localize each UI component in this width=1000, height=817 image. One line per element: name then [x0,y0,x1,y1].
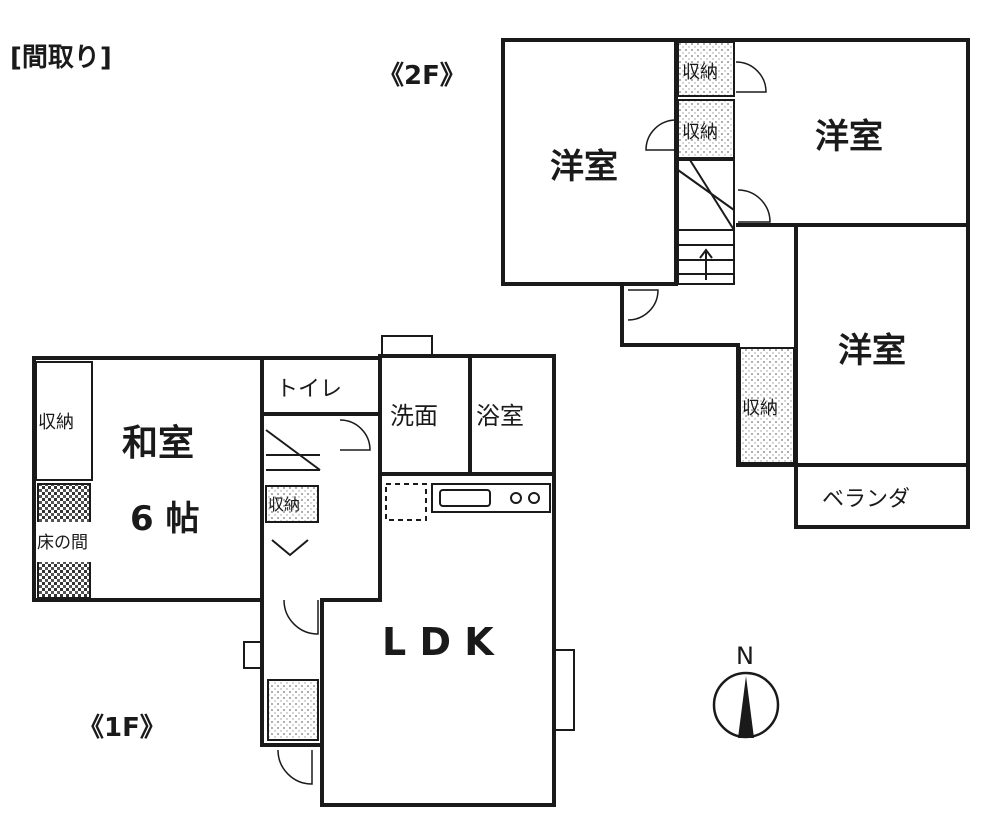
door-swing [339,419,371,451]
floor2-stairs [677,159,735,285]
floor1-storage-hall-box [265,485,319,523]
tokonoma-label-backing [36,522,92,562]
door-swing [645,119,677,151]
floor2-northeast-bedroom-label: 洋室 [815,117,883,157]
floor1-bathroom-label: 浴室 [476,402,524,430]
floor1-bay-window [553,649,575,731]
compass-north-label: N [736,642,754,670]
floor1-washroom-label: 洗面 [390,402,438,430]
stair-line [677,169,735,211]
floor1-washitsu-size: 6 帖 [130,499,200,539]
kitchen-counter [431,483,551,513]
stove-burner [528,492,540,504]
compass-icon: N [712,642,780,739]
floor2-storage-3-label: 収納 [742,398,778,419]
floor2-storage-2-label: 収納 [682,122,718,143]
stove-burner [510,492,522,504]
floor2-west-bedroom-label: 洋室 [550,147,618,187]
floor2-balcony-label: ベランダ [822,487,910,512]
floor2-label: 《2F》 [378,61,466,91]
door-swing [737,189,771,223]
floor2-storage-3-box [739,347,795,464]
door-swing [277,749,313,785]
floor1-ldk [320,472,556,807]
floor2-balcony-box [794,463,970,529]
floor1-storage-hall-label: 収納 [268,495,300,514]
fridge-space [385,483,427,521]
door-swing [283,599,319,635]
plan-title: [間取り] [10,43,112,73]
stair-line [689,159,735,231]
floor1-label: 《1F》 [78,713,166,743]
floor2-southeast-bedroom-label: 洋室 [838,331,906,371]
up-arrow-icon [699,248,713,280]
floor1-entrance-storage [267,679,319,741]
floor1-toilet-label: トイレ [276,377,342,402]
floor2-plan [501,38,970,529]
shoe-rack [271,539,309,557]
floor1-ldk-label: L D K [382,620,495,664]
sink [439,489,491,507]
floor2-hall [620,284,796,467]
floor1-tokonoma-label: 床の間 [37,533,88,553]
floor1-bath-window [381,335,433,357]
stair-line [265,429,321,471]
floor2-west-bedroom [501,38,678,286]
door-swing [627,289,659,321]
floor1-storage-washitsu-label: 収納 [38,412,74,433]
floor2-storage-2-box [677,99,735,159]
floor1-washitsu-label: 和室 [122,423,194,464]
floor2-storage-1-label: 収納 [682,62,718,83]
floor1-storage-washitsu-box [35,361,93,481]
door-swing [735,61,767,93]
floor1-small-window [243,641,263,669]
